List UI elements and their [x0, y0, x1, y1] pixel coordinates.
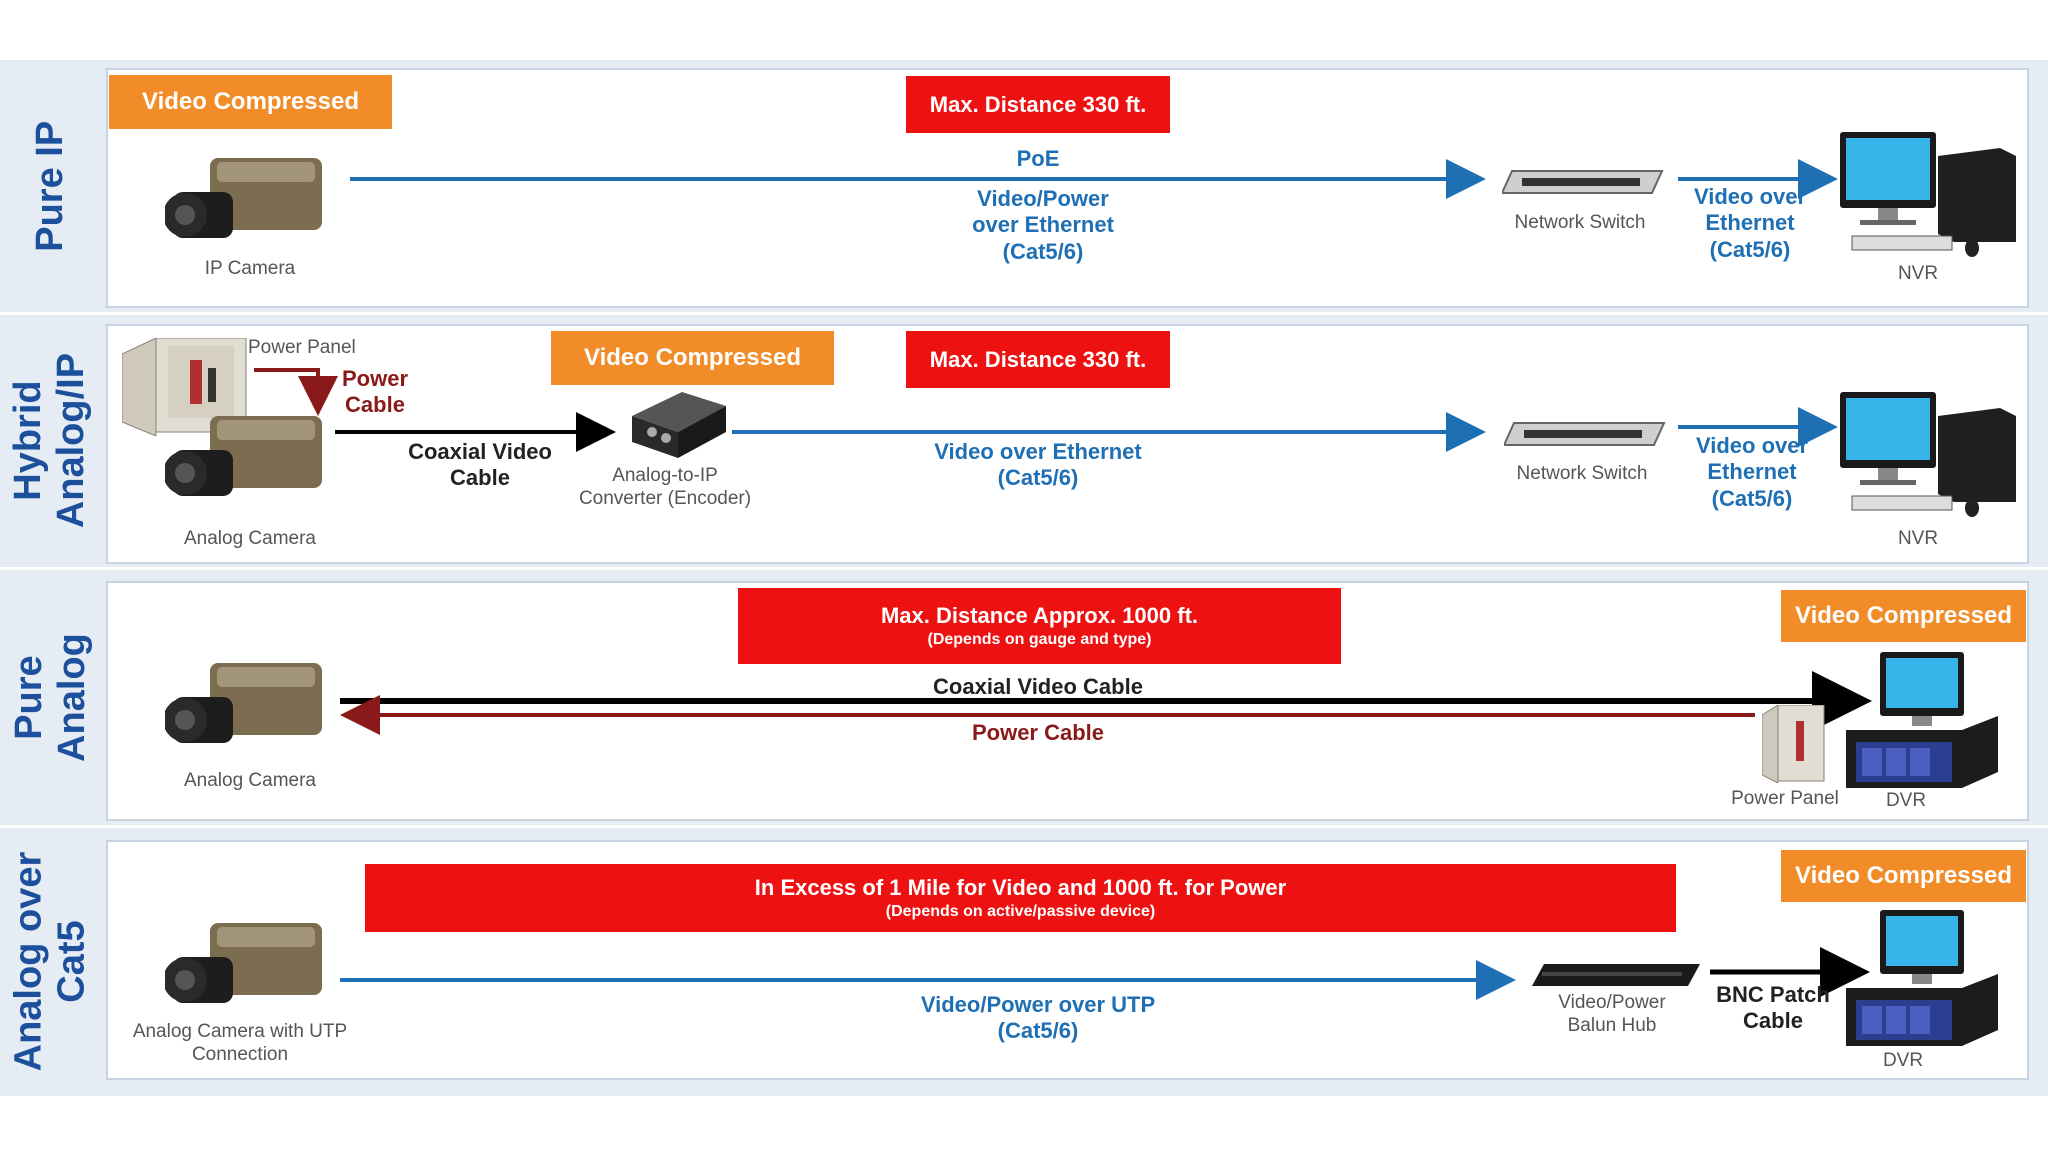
patch-label: BNC Patch Cable [1716, 982, 1830, 1034]
recorder-label-1: NVR [1897, 263, 1939, 284]
video-compressed-tag-1: Video Compressed [109, 75, 392, 129]
recorder-label-2: NVR [1897, 528, 1939, 549]
distance-tag-3: Max. Distance Approx. 1000 ft. (Depends … [738, 588, 1341, 664]
cable-label-4: Video/Power over UTP (Cat5/6) [920, 992, 1156, 1044]
camera-label-4: Analog Camera with UTP Connection [132, 1021, 348, 1065]
coax-label-2: Coaxial Video Cable [408, 439, 552, 491]
power-panel-icon [121, 337, 248, 441]
power-cable-label-3: Power Cable [971, 720, 1105, 745]
distance-tag-2: Max. Distance 330 ft. [906, 331, 1170, 388]
cable-label-1: Video/Power over Ethernet (Cat5/6) [972, 186, 1114, 264]
coax-label-3: Coaxial Video Cable [933, 674, 1143, 699]
power-cable-label-2: Power Cable [341, 366, 409, 418]
encoder-icon [622, 388, 732, 465]
camera-icon [163, 150, 335, 260]
recorder-label-3: DVR [1885, 790, 1927, 811]
uplink-label-1: Video over Ethernet (Cat5/6) [1693, 184, 1807, 262]
distance-tag-4: In Excess of 1 Mile for Video and 1000 f… [365, 864, 1676, 932]
dvr-icon [1842, 652, 2002, 795]
side-label-pure-analog: Pure Analog [7, 633, 92, 762]
balun-hub-icon [1532, 960, 1702, 995]
video-compressed-tag-3: Video Compressed [1781, 590, 2026, 642]
video-compressed-tag-2: Video Compressed [551, 331, 834, 385]
side-label-pure-ip: Pure IP [28, 120, 71, 252]
network-switch-icon [1500, 165, 1667, 204]
distance-note-3: (Depends on gauge and type) [927, 631, 1152, 648]
camera-label-1: IP Camera [204, 258, 296, 279]
poe-label: PoE [1016, 146, 1060, 171]
distance-tag-1: Max. Distance 330 ft. [906, 76, 1170, 133]
cable-label-2: Video over Ethernet (Cat5/6) [934, 439, 1142, 491]
analog-camera-icon-2 [163, 408, 335, 518]
dvr-icon-4 [1842, 910, 2002, 1053]
uplink-label-2: Video over Ethernet (Cat5/6) [1695, 433, 1809, 511]
network-switch-icon-2 [1502, 417, 1669, 456]
utp-camera-icon [163, 915, 335, 1025]
analog-camera-icon-3 [163, 655, 335, 765]
camera-label-3: Analog Camera [183, 770, 317, 791]
switch-label-1: Network Switch [1514, 212, 1646, 233]
side-label-analog-cat5: Analog over Cat5 [7, 852, 93, 1072]
power-panel-icon-3 [1761, 704, 1826, 788]
nvr-computer-icon [1838, 130, 2018, 263]
video-compressed-tag-4: Video Compressed [1781, 850, 2026, 902]
power-panel-label-2: Power Panel [248, 337, 356, 358]
power-panel-label-3: Power Panel [1731, 788, 1839, 809]
encoder-label: Analog-to-IP Converter (Encoder) [578, 465, 752, 509]
camera-label-2: Analog Camera [183, 528, 317, 549]
recorder-label-4: DVR [1882, 1050, 1924, 1071]
side-label-hybrid: Hybrid Analog/IP [7, 353, 93, 529]
hub-label: Video/Power Balun Hub [1558, 992, 1666, 1036]
switch-label-2: Network Switch [1516, 463, 1648, 484]
distance-note-4: (Depends on active/passive device) [885, 903, 1156, 920]
nvr-computer-icon-2 [1838, 390, 2018, 523]
